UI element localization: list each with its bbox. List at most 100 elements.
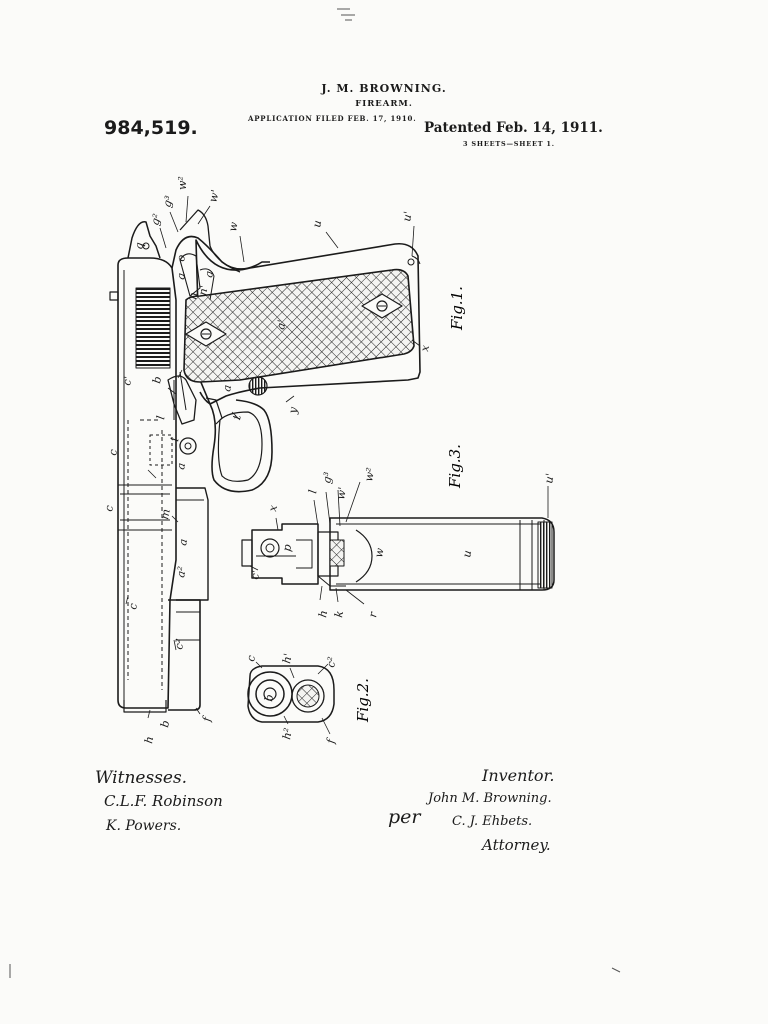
ref-a2: a xyxy=(202,270,216,279)
ref-n1: n' xyxy=(196,284,211,296)
fig2-label: Fig.2. xyxy=(354,678,372,723)
ref-i: i xyxy=(168,437,181,443)
fig1-pistol-side-view xyxy=(109,195,421,719)
ref-y: y xyxy=(286,405,300,415)
ref-a4: a xyxy=(174,462,188,471)
slide-outline xyxy=(117,257,177,709)
fig3-housing xyxy=(329,517,555,591)
ref-fig2-h1: h' xyxy=(280,652,295,664)
hammer xyxy=(127,221,161,259)
patent-number: 984,519. xyxy=(104,117,198,139)
ref-c-top: c xyxy=(106,448,120,456)
ref-fig3-h: h xyxy=(316,609,330,618)
fig2-barrel-ring xyxy=(247,671,293,717)
ref-fig3-r: r xyxy=(366,610,380,618)
ref-g3-top: g³ xyxy=(160,194,176,208)
attorney-signature: C. J. Ehbets. xyxy=(452,814,533,829)
ref-a1: a xyxy=(174,272,188,281)
ref-t: t xyxy=(230,413,244,420)
ref-w2-top: w² xyxy=(176,176,189,190)
fig3-slide-end xyxy=(251,523,319,585)
magazine-catch xyxy=(248,376,268,396)
witness-signature-2: K. Powers. xyxy=(106,818,182,834)
fig3-grip-ridge xyxy=(355,529,373,583)
ref-fig3-p: p xyxy=(280,543,294,552)
muzzle-end xyxy=(123,700,167,713)
ref-q: q xyxy=(132,241,146,250)
ref-u1-top: u' xyxy=(400,210,415,222)
sheet-count: 3 SHEETS—SHEET 1. xyxy=(463,140,555,148)
ref-l: l xyxy=(154,414,167,420)
per-label: per xyxy=(388,806,421,828)
reference-letters: w² w' g³ g² w u u' q o a a n' n a' c' a … xyxy=(102,176,557,745)
barrel-bushing xyxy=(168,599,201,711)
ref-h: h xyxy=(142,735,156,744)
ref-fig3-u: u xyxy=(460,549,474,558)
fig2-recoil-plug xyxy=(291,679,325,713)
ref-fig2-c: c xyxy=(244,654,258,662)
ref-fig3-w1: w' xyxy=(334,486,349,501)
fig3-label: Fig.3. xyxy=(446,444,464,489)
ref-w-top: w xyxy=(226,220,241,232)
ref-fig2-c2: c² xyxy=(324,656,339,669)
patented-date: Patented Feb. 14, 1911. xyxy=(424,120,603,136)
ref-g2-top: g² xyxy=(148,212,164,226)
ref-c1: c' xyxy=(120,375,134,386)
frame-top xyxy=(171,235,270,270)
ref-f: f xyxy=(200,714,214,723)
ref-fig2-f: f xyxy=(324,736,338,745)
ref-b: b xyxy=(150,375,164,384)
slide-band xyxy=(118,484,172,531)
grip-outline xyxy=(195,239,421,405)
ref-c2: c² xyxy=(172,638,187,651)
ref-fig2-b: b xyxy=(262,693,276,702)
ref-u-top: u xyxy=(310,219,324,228)
internal-dashes xyxy=(127,419,163,690)
ref-fig3-w: w xyxy=(372,546,387,558)
fig2-outline xyxy=(247,665,335,723)
ref-fig3-w2: w² xyxy=(362,467,377,483)
fig2-muzzle-end-view xyxy=(247,661,335,735)
ref-fig3-g3: g³ xyxy=(320,471,335,485)
trigger-guard xyxy=(199,391,273,493)
barrel-line xyxy=(176,611,200,641)
grip-panel xyxy=(183,268,415,383)
ref-x: x xyxy=(418,343,432,352)
ref-fig3-x: x xyxy=(266,503,280,512)
application-filed-date: APPLICATION FILED FEB. 17, 1910. xyxy=(248,114,417,123)
attorney-label: Attorney. xyxy=(482,836,551,854)
witness-signature-1: C.L.F. Robinson xyxy=(104,792,223,810)
ref-a2-sup: a² xyxy=(174,565,189,578)
invention-title: FIREARM. xyxy=(355,99,413,109)
ref-fig3-k: k xyxy=(332,609,346,618)
slide-step xyxy=(109,291,119,301)
slide-serrations xyxy=(135,287,171,369)
ref-m: m xyxy=(158,508,173,521)
ref-n: n xyxy=(186,291,200,300)
fig3-sectional-view xyxy=(241,481,555,605)
ref-o: o xyxy=(174,253,188,262)
ref-a5: a xyxy=(176,538,190,547)
witnesses-label: Witnesses. xyxy=(95,768,188,788)
fig1-label: Fig.1. xyxy=(448,286,466,331)
ref-c-side: c xyxy=(102,504,116,512)
inventor-label: Inventor. xyxy=(482,766,555,785)
ref-a3: a xyxy=(220,384,234,393)
ref-c-lower: c xyxy=(126,602,140,610)
ref-b2: b xyxy=(158,719,172,728)
ref-fig3-l: l xyxy=(306,488,319,494)
ref-fig3-u1: u' xyxy=(542,472,557,484)
frame-dust-cover xyxy=(176,487,209,601)
grip-safety xyxy=(179,209,241,273)
inventor-name-heading: J. M. BROWNING. xyxy=(321,82,447,95)
slide-stop xyxy=(167,375,197,425)
trigger xyxy=(205,397,223,425)
ref-fig3-c1: c' xyxy=(248,569,262,580)
ref-fig2-h2: h² xyxy=(280,727,295,741)
scan-marks xyxy=(9,8,621,978)
ref-w1-top: w' xyxy=(206,188,222,203)
inventor-signature: John M. Browning. xyxy=(428,791,552,806)
ref-a-prime: a' xyxy=(274,319,288,331)
fig3-inner-top xyxy=(336,523,540,585)
